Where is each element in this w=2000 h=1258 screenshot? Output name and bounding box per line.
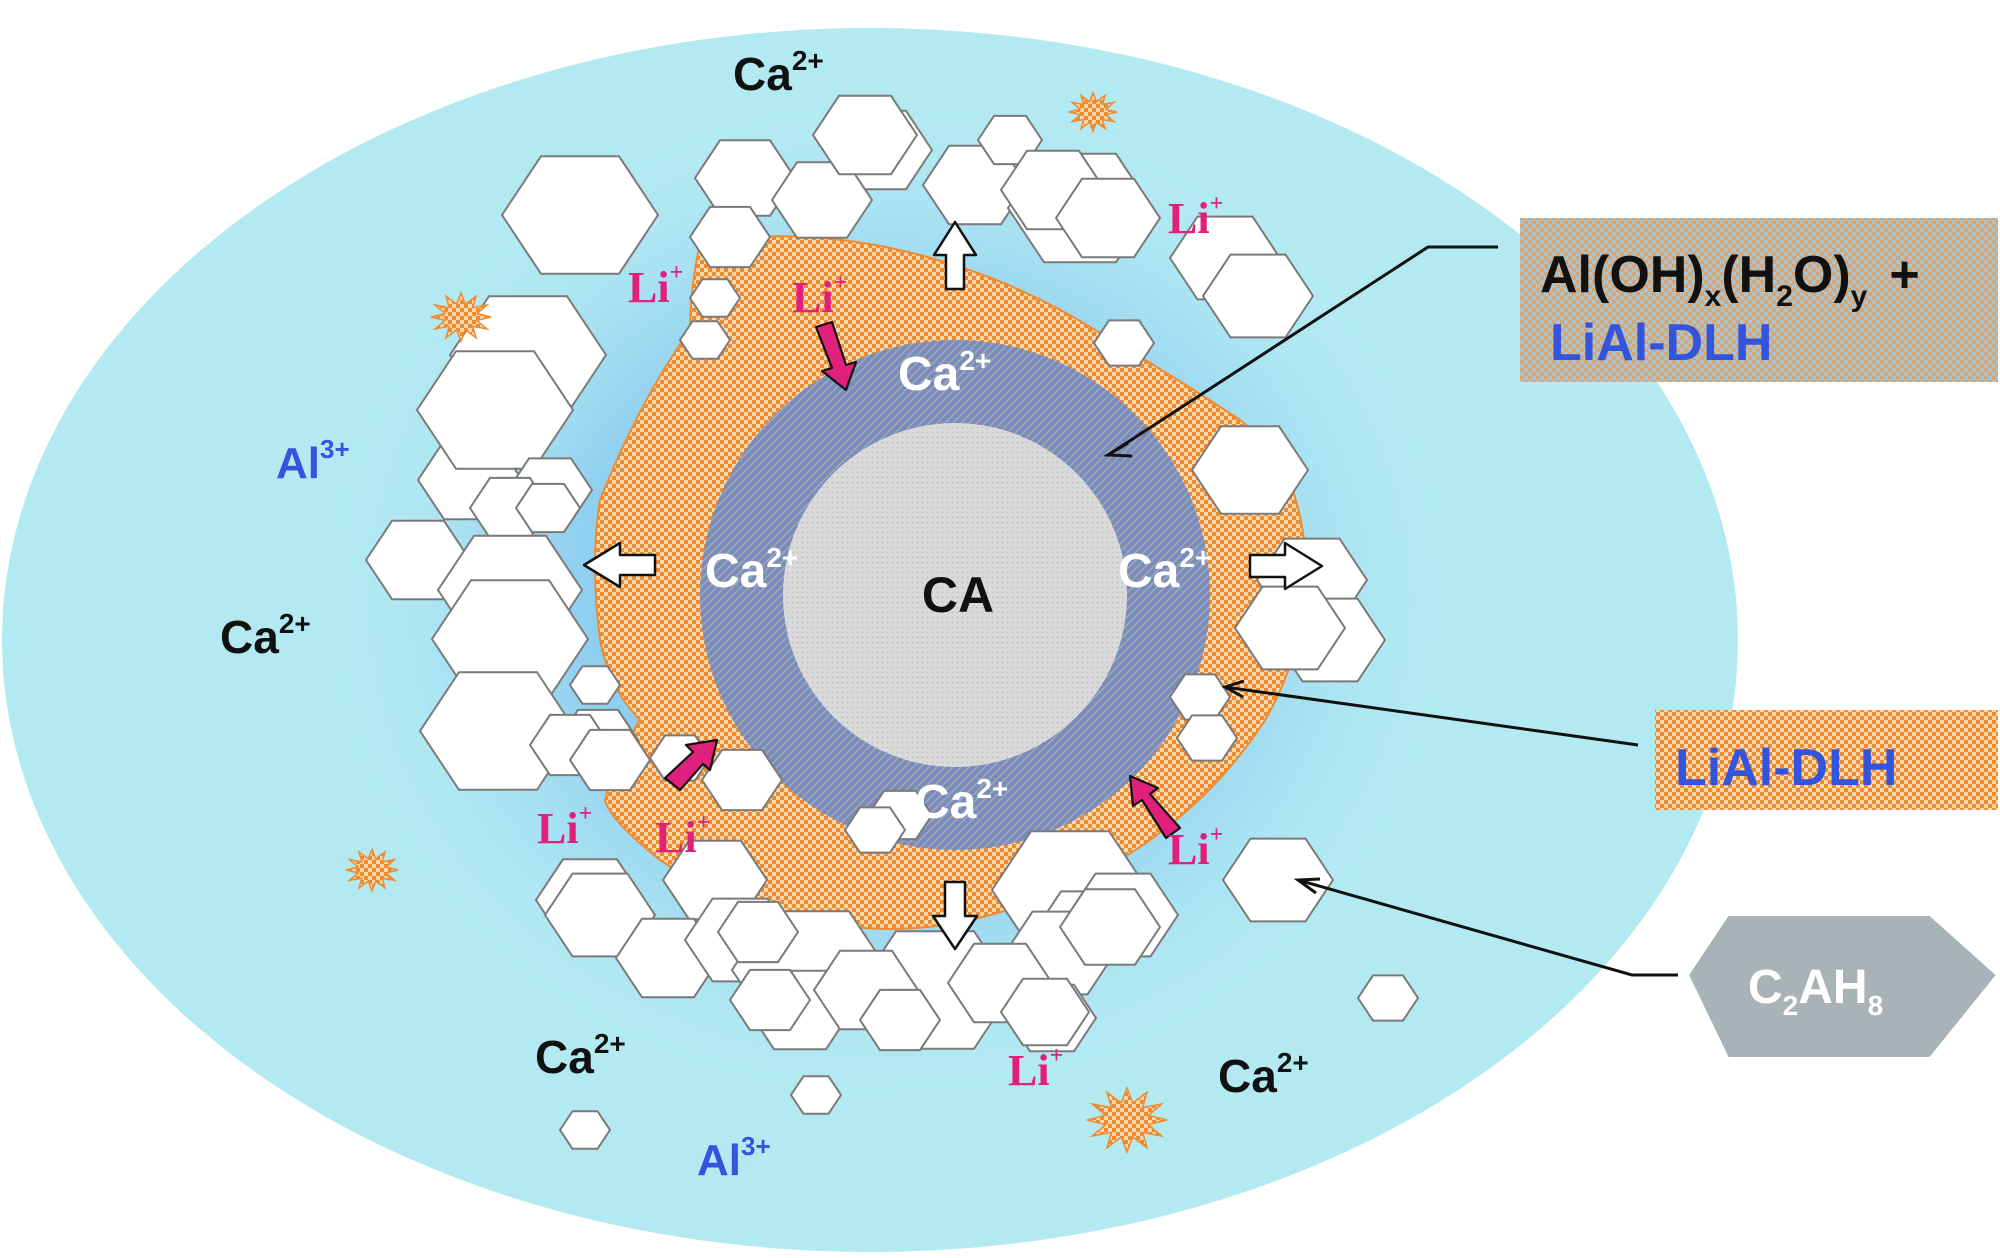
ion-li-top-left: Li+ — [628, 260, 683, 312]
c2ah8-crystal — [1233, 585, 1347, 671]
c2ah8-crystal — [500, 155, 660, 275]
li-arrow-bottom-left — [663, 738, 719, 792]
c2ah8-crystal — [728, 968, 812, 1032]
c2ah8-crystal — [678, 320, 732, 360]
c2ah8-crystal — [1221, 837, 1335, 923]
ion-ca-bottom-left: Ca2+ — [535, 1028, 626, 1083]
legend-c2ah8-hex — [1686, 914, 1999, 1059]
ring-ca-top: Ca2+ — [898, 345, 991, 401]
ion-li-bottom-right-inner: Li+ — [1168, 822, 1223, 874]
c2ah8-crystal — [843, 806, 907, 854]
pointer-lial — [1224, 685, 1639, 747]
ion-al-bottom: Al3+ — [697, 1131, 771, 1185]
legend-c2ah8-label: C2AH8 — [1748, 961, 1883, 1021]
solution-ion-labels: Ca2+ Ca2+ Ca2+ Ca2+ Al3+ Al3+ — [220, 45, 1309, 1185]
li-diffusion-arrows — [663, 320, 1182, 840]
arrow-down — [931, 880, 979, 951]
precipitate-star — [345, 847, 399, 893]
c2ah8-crystal — [999, 977, 1091, 1047]
c2ah8-crystal — [811, 94, 919, 176]
c2ah8-crystal — [568, 728, 652, 792]
c2ah8-crystal — [558, 1110, 612, 1150]
ion-li-bottom-mid: Li+ — [1008, 1043, 1063, 1095]
c2ah8-crystal — [858, 988, 942, 1052]
li-arrow-bottom-right — [1128, 774, 1182, 840]
legend-lial-box — [1655, 710, 1998, 810]
ca-core — [783, 423, 1127, 767]
precipitate-star — [1068, 90, 1118, 134]
c2ah8-crystal — [716, 900, 800, 964]
arrow-up — [932, 220, 978, 291]
c2ah8-crystal-layer — [364, 94, 1420, 1150]
legend-aloh-box — [1520, 218, 1998, 382]
arrow-left — [582, 541, 657, 589]
ion-ca-top: Ca2+ — [733, 45, 824, 100]
c2ah8-crystal — [1201, 253, 1315, 339]
ion-li-top-mid: Li+ — [792, 270, 847, 322]
c2ah8-crystal — [418, 671, 578, 791]
legend-pointers — [1102, 245, 1678, 977]
legend-aloh-formula: Al(OH)x(H2O)y+ — [1540, 246, 1920, 313]
inner-ring-ions: Ca2+ Ca2+ Ca2+ Ca2+ — [705, 345, 1211, 829]
c2ah8-crystal — [1175, 714, 1239, 762]
ion-li-bottom-left-inner: Li+ — [655, 810, 710, 862]
pointer-lial-head — [1221, 679, 1245, 699]
c2ah8-crystal — [693, 139, 797, 217]
pointer-aloh-head — [1102, 441, 1133, 458]
precipitate-star-layer — [345, 90, 1168, 1155]
c2ah8-crystal — [1058, 888, 1162, 966]
li-arrow-top — [814, 320, 858, 392]
pointer-aloh — [1107, 245, 1498, 457]
c2ah8-crystal — [688, 205, 772, 269]
ring-ca-bottom: Ca2+ — [915, 773, 1008, 829]
c2ah8-crystal — [514, 482, 582, 534]
ion-ca-bottom-right: Ca2+ — [1218, 1047, 1309, 1102]
ion-al-left: Al3+ — [276, 434, 350, 488]
legend-aloh-lial: LiAl-DLH — [1550, 314, 1772, 372]
ion-li-bottom-left-outer: Li+ — [537, 801, 592, 853]
expansion-arrows — [582, 220, 1324, 951]
precipitate-star — [1086, 1085, 1168, 1155]
legend-lial-label: LiAl-DLH — [1675, 739, 1897, 797]
ion-ca-left: Ca2+ — [220, 608, 311, 663]
pointer-c2ah8 — [1297, 878, 1678, 977]
core-label: CA — [922, 567, 994, 623]
precipitate-star — [430, 290, 492, 344]
c2ah8-crystal — [1092, 319, 1156, 367]
c2ah8-crystal — [568, 665, 622, 705]
arrow-right — [1248, 541, 1324, 591]
c2ah8-crystal — [789, 1075, 843, 1115]
c2ah8-crystal — [1054, 177, 1162, 259]
ring-ca-left: Ca2+ — [705, 542, 798, 598]
li-ion-labels: Li+ Li+ Li+ Li+ Li+ Li+ Li+ — [537, 191, 1223, 1095]
c2ah8-crystal — [1356, 974, 1420, 1022]
c2ah8-crystal — [688, 278, 742, 318]
ion-li-top-right: Li+ — [1168, 191, 1223, 243]
c2ah8-crystal — [1190, 425, 1310, 515]
c2ah8-crystal — [700, 748, 784, 812]
ring-ca-right: Ca2+ — [1118, 542, 1211, 598]
pointer-c2ah8-head — [1293, 877, 1321, 895]
